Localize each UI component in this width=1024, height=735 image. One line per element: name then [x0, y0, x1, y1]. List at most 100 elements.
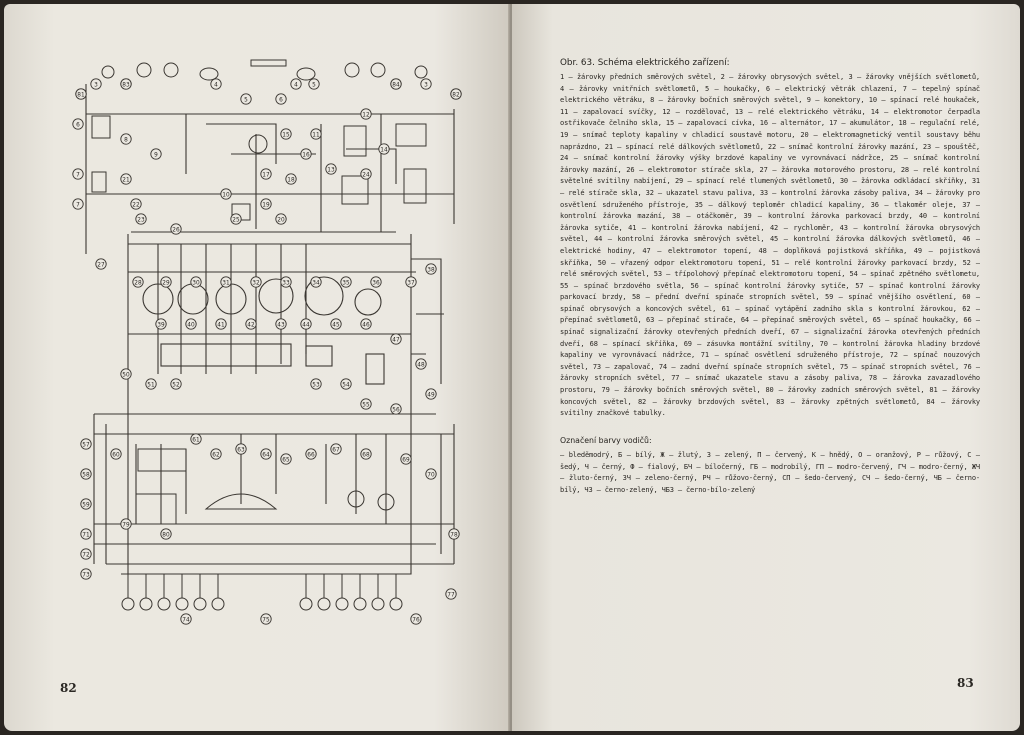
- component-number: 41: [217, 322, 225, 328]
- component-number: 7: [76, 172, 80, 178]
- component-number: 19: [262, 202, 270, 208]
- component-number: 28: [134, 280, 142, 286]
- right-page: Obr. 63. Schéma elektrického zařízení: 1…: [512, 4, 1020, 731]
- component-number: 10: [222, 192, 230, 198]
- instrument-cluster: [142, 276, 385, 385]
- component-number: 39: [157, 322, 165, 328]
- component-number-circle: [360, 318, 372, 330]
- component-number-circle: [80, 438, 92, 450]
- wire-engine-block: [255, 114, 382, 232]
- front-lamp-group: [101, 59, 428, 81]
- wire-engine-branches: [185, 114, 397, 184]
- component-number: 62: [212, 452, 220, 458]
- wire-rear-bus: [106, 563, 454, 575]
- component-number: 51: [147, 382, 155, 388]
- component-number: 47: [392, 337, 400, 343]
- component-number: 17: [262, 172, 270, 178]
- component-number: 26: [172, 227, 180, 233]
- alternator: [341, 175, 369, 205]
- component-number-labels: 1122334455667789101112131415161718192021…: [72, 78, 462, 625]
- component-number: 27: [97, 262, 105, 268]
- component-number-circle: [110, 448, 122, 460]
- component-number: 21: [122, 177, 130, 183]
- component-number-circle: [410, 613, 422, 625]
- component-number-circle: [275, 213, 287, 225]
- component-number-circle: [275, 318, 287, 330]
- wire-dash-gauge-row: [128, 271, 416, 335]
- component-number-circle: [415, 358, 427, 370]
- component-number-circle: [300, 148, 312, 160]
- component-number-circle: [120, 518, 132, 530]
- component-number: 30: [192, 280, 200, 286]
- component-number-circle: [120, 368, 132, 380]
- component-number-circle: [180, 613, 192, 625]
- component-number: 55: [362, 402, 370, 408]
- wire-dash-frame: [127, 234, 412, 575]
- component-number: 46: [362, 322, 370, 328]
- component-number-circle: [360, 398, 372, 410]
- component-number-circle: [370, 276, 382, 288]
- component-number-circle: [360, 108, 372, 120]
- component-number-circle: [310, 128, 322, 140]
- component-number: 71: [82, 532, 90, 538]
- component-number-circle: [80, 548, 92, 560]
- component-number-circle: [390, 333, 402, 345]
- book-gutter: [508, 4, 514, 731]
- component-number-circle: [245, 318, 257, 330]
- component-number-circle: [310, 378, 322, 390]
- component-number-circle: [400, 453, 412, 465]
- component-number: 69: [402, 457, 410, 463]
- component-number-circle: [132, 276, 144, 288]
- component-number: 44: [302, 322, 310, 328]
- component-number: 84: [392, 82, 400, 88]
- component-number: 45: [332, 322, 340, 328]
- component-number-circle: [170, 223, 182, 235]
- component-number-circle: [340, 276, 352, 288]
- component-number: 3: [424, 82, 428, 88]
- component-number-circle: [160, 528, 172, 540]
- component-number-circle: [300, 318, 312, 330]
- component-number: 66: [307, 452, 315, 458]
- component-number: 4: [214, 82, 218, 88]
- component-number: 7: [76, 202, 80, 208]
- component-number-circle: [390, 78, 402, 90]
- component-number-circle: [72, 118, 84, 130]
- component-number-circle: [260, 448, 272, 460]
- lighter: [377, 493, 395, 511]
- component-number-circle: [220, 188, 232, 200]
- component-number-circle: [448, 528, 460, 540]
- component-number: 56: [392, 407, 400, 413]
- component-number-circle: [425, 263, 437, 275]
- fuel-gauge: [142, 283, 174, 315]
- component-number: 42: [247, 322, 255, 328]
- component-number-circle: [235, 443, 247, 455]
- component-number: 6: [279, 97, 283, 103]
- left-page: 1122334455667789101112131415161718192021…: [4, 4, 510, 731]
- component-number: 9: [154, 152, 158, 158]
- component-number: 22: [132, 202, 140, 208]
- component-number: 24: [362, 172, 370, 178]
- wire-dash-right: [411, 258, 444, 384]
- component-number-circle: [120, 133, 132, 145]
- regulator: [403, 168, 427, 204]
- component-number: 43: [277, 322, 285, 328]
- component-number: 3: [94, 82, 98, 88]
- component-number: 76: [412, 617, 420, 623]
- component-number-circle: [135, 213, 147, 225]
- distributor: [248, 134, 268, 154]
- component-number: 52: [172, 382, 180, 388]
- component-number-circle: [378, 143, 390, 155]
- component-number: 38: [427, 267, 435, 273]
- component-number-circle: [280, 276, 292, 288]
- component-legend: 1 – žárovky předních směrových světel, 2…: [560, 73, 980, 418]
- component-number: 20: [277, 217, 285, 223]
- component-number: 35: [342, 280, 350, 286]
- component-number: 13: [327, 167, 335, 173]
- component-number-circle: [80, 498, 92, 510]
- component-number-circle: [260, 168, 272, 180]
- component-number: 83: [122, 82, 130, 88]
- component-number-circle: [75, 88, 87, 100]
- wire-lower-horizontal: [94, 413, 454, 545]
- component-number-circle: [425, 468, 437, 480]
